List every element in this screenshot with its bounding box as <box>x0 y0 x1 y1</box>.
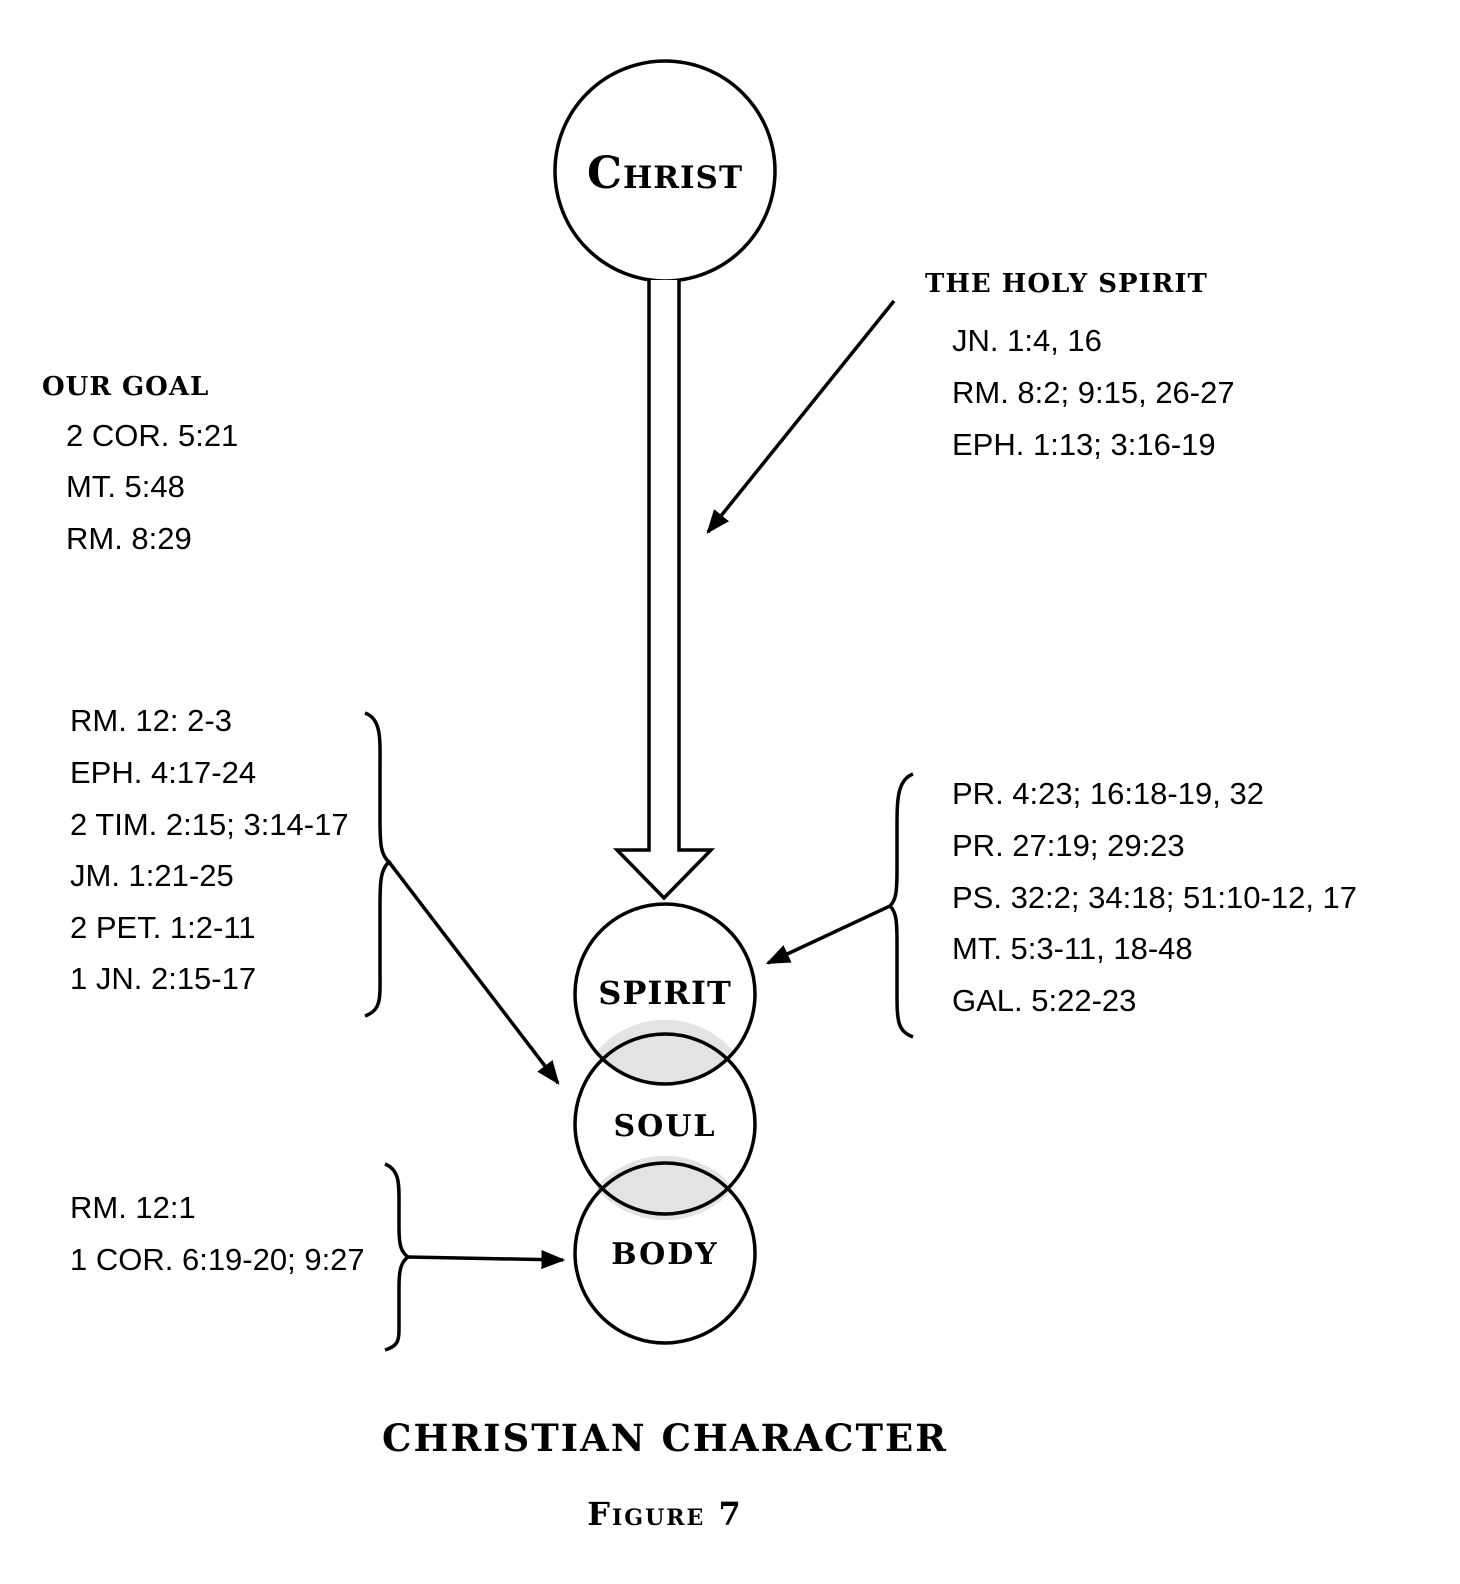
soul-refs-brace <box>364 711 392 1018</box>
spirit-label: SPIRIT <box>598 974 732 1012</box>
body-label: BODY <box>611 1237 718 1272</box>
body-refs-brace <box>384 1162 412 1352</box>
our-goal-ref: MT. 5:48 <box>66 469 185 504</box>
soul-circle <box>573 1032 757 1216</box>
spirit-circle <box>573 902 757 1086</box>
soul-ref: EPH. 4:17-24 <box>70 755 256 790</box>
holy-spirit-ref: JN. 1:4, 16 <box>952 323 1102 358</box>
diagram-title: CHRISTIAN CHARACTER <box>382 1416 948 1460</box>
figure-label: Figure 7 <box>587 1495 742 1533</box>
spirit-refs-arrow <box>765 904 891 965</box>
spirit-ref: PS. 32:2; 34:18; 51:10-12, 17 <box>952 880 1357 915</box>
spirit-soul-overlap <box>596 1019 734 1085</box>
our-goal-heading: OUR GOAL <box>42 372 209 402</box>
spirit-ref: PR. 27:19; 29:23 <box>952 828 1185 863</box>
soul-ref: 2 TIM. 2:15; 3:14-17 <box>70 807 349 842</box>
holy-spirit-arrow <box>706 299 896 534</box>
soul-ref: 1 JN. 2:15-17 <box>70 961 256 996</box>
christ-to-spirit-hollow-arrow <box>612 280 716 901</box>
soul-refs-arrow <box>387 860 560 1085</box>
body-ref: 1 COR. 6:19-20; 9:27 <box>70 1242 365 1277</box>
spirit-ref: MT. 5:3-11, 18-48 <box>952 931 1193 966</box>
christ-label: Christ <box>587 148 743 199</box>
soul-ref: 2 PET. 1:2-11 <box>70 910 256 945</box>
soul-body-overlap <box>596 1155 734 1221</box>
body-circle <box>573 1161 757 1345</box>
spirit-refs-brace <box>887 772 914 1039</box>
holy-spirit-ref: RM. 8:2; 9:15, 26-27 <box>952 375 1235 410</box>
spirit-ref: PR. 4:23; 16:18-19, 32 <box>952 776 1264 811</box>
our-goal-ref: RM. 8:29 <box>66 521 192 556</box>
holy-spirit-ref: EPH. 1:13; 3:16-19 <box>952 427 1216 462</box>
body-ref: RM. 12:1 <box>70 1190 196 1225</box>
holy-spirit-heading: THE HOLY SPIRIT <box>925 269 1208 299</box>
our-goal-ref: 2 COR. 5:21 <box>66 418 238 453</box>
soul-label: SOUL <box>613 1109 716 1144</box>
soul-ref: RM. 12: 2-3 <box>70 703 232 738</box>
body-refs-arrow <box>407 1249 566 1270</box>
soul-ref: JM. 1:21-25 <box>70 858 234 893</box>
spirit-ref: GAL. 5:22-23 <box>952 983 1136 1018</box>
